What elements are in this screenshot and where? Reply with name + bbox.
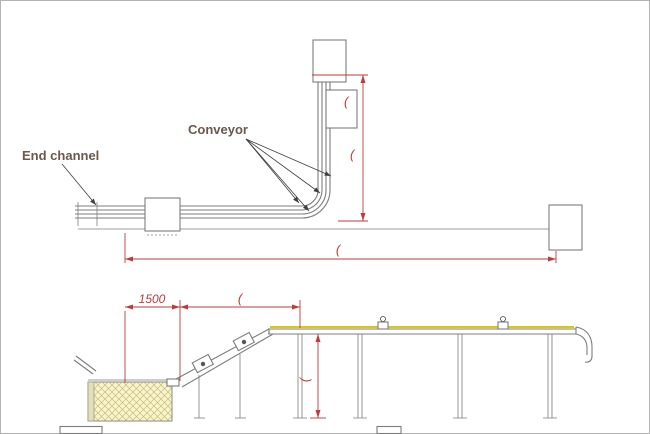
discharge-inner-line (575, 333, 588, 355)
dimension-arrow (125, 304, 133, 310)
leader-line (245, 138, 332, 177)
drive-roller (191, 353, 215, 374)
plan-vertical-dimension: ( ( (312, 74, 368, 222)
clamp-body (377, 321, 389, 330)
end-channel-label: End channel (22, 148, 99, 163)
horizontal-section (268, 326, 577, 335)
dimension-arrow (172, 304, 180, 310)
tank-group (87, 379, 173, 422)
discharge-chute (575, 326, 593, 363)
conveyor-channel-lines (75, 74, 331, 219)
leader-line (61, 163, 97, 206)
belt-clamp (377, 316, 389, 330)
dimension-arrow (315, 334, 321, 342)
conveyor-line (75, 74, 331, 219)
dimension-arrow (315, 410, 321, 418)
elevation-horizontal-dimensions: 1500 ( (124, 291, 301, 383)
conveyor-line (75, 74, 323, 211)
leader-line (245, 138, 321, 194)
tank-end-wall (87, 381, 95, 422)
dimension-arrow (548, 256, 556, 262)
roller-axle (241, 339, 247, 345)
incline-foot (166, 378, 180, 387)
device-box-top (312, 39, 347, 83)
support-leg (353, 334, 367, 419)
dimension-text-paren: ( (238, 291, 244, 306)
dimension-arrow (292, 304, 300, 310)
incline-section (166, 328, 274, 388)
dimension-text-paren: ( (336, 242, 342, 257)
entry-chute-line (73, 359, 94, 375)
conveyor-line (75, 74, 327, 215)
drive-roller (232, 331, 256, 352)
roller-axle (200, 361, 206, 367)
entry-chute-line (75, 355, 97, 372)
device-box-mid (325, 89, 358, 129)
elevation-view: 1500 ( ( (73, 291, 593, 422)
incline-bottom-line (181, 333, 274, 388)
conveyor-label: Conveyor (188, 122, 248, 137)
elevation-vertical-dimension: ( (297, 334, 326, 419)
plan-view: ( ( ( Conveyor End channel (22, 39, 583, 263)
drive-unit-box (144, 197, 181, 232)
support-leg (293, 334, 307, 419)
support-leg (543, 334, 557, 419)
dimension-text-1500: 1500 (139, 292, 166, 306)
conveyor-line (75, 74, 319, 207)
end-channel-label-group: End channel (22, 148, 99, 206)
clamp-body (497, 321, 509, 330)
incline-top-line (175, 328, 270, 380)
dimension-arrow (360, 213, 366, 221)
conveyor-label-group: Conveyor (188, 122, 332, 212)
plan-horizontal-dimension: ( (124, 233, 557, 263)
dimension-text-paren: ( (344, 94, 350, 109)
end-channel-marks (77, 202, 98, 226)
dimension-arrow (125, 256, 133, 262)
discharge-hook (584, 356, 593, 363)
dimension-text-paren: ( (297, 376, 312, 382)
discharge-outer-line (575, 326, 593, 357)
leader-line (245, 138, 310, 212)
clamp-ring (380, 316, 386, 322)
support-legs (293, 334, 557, 419)
title-block-cell (59, 425, 103, 434)
dimension-arrow (180, 304, 188, 310)
belt-clamp (497, 316, 509, 330)
clamp-ring (500, 316, 506, 322)
title-block-cell (376, 425, 402, 434)
dimension-arrow (360, 75, 366, 83)
support-leg (453, 334, 467, 419)
tank-hatched (87, 381, 173, 422)
dimension-text-paren: ( (350, 147, 356, 162)
device-box-right (548, 204, 583, 251)
